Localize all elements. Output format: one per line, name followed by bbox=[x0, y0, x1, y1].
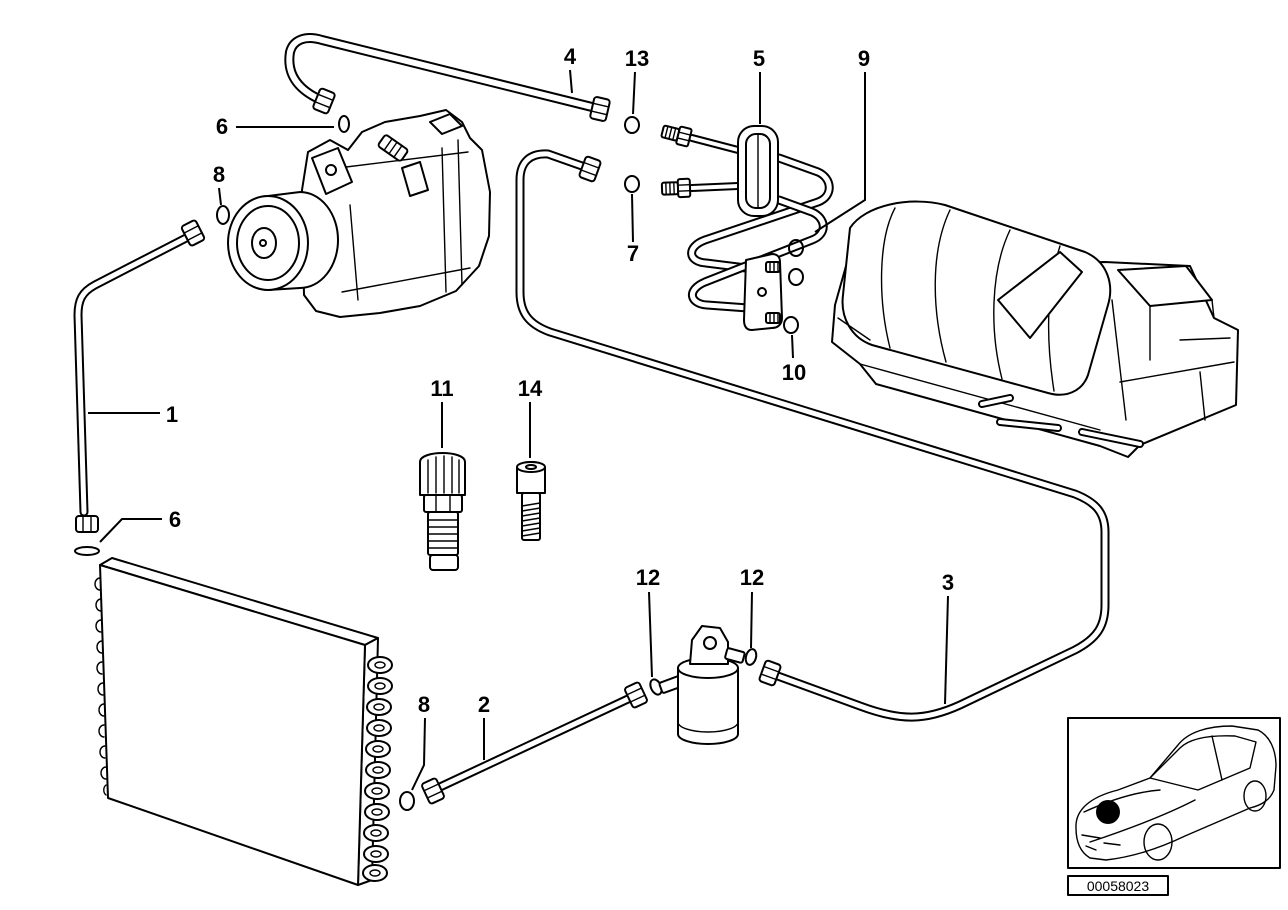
service-valve bbox=[419, 452, 466, 571]
leader-line-12-left bbox=[648, 591, 653, 678]
leader-lines bbox=[88, 69, 949, 791]
leader-line-8-top bbox=[218, 187, 222, 206]
o-ring-8-top bbox=[216, 205, 230, 225]
o-ring-8-bottom bbox=[399, 791, 415, 811]
expansion-valve bbox=[660, 124, 829, 331]
refrigerant-line-4 bbox=[289, 38, 612, 123]
leader-line-4 bbox=[569, 69, 573, 94]
compressor-pulley bbox=[227, 191, 339, 291]
o-ring-13 bbox=[624, 116, 640, 134]
callout-1: 1 bbox=[166, 402, 178, 427]
callout-3: 3 bbox=[942, 570, 954, 595]
o-rings bbox=[74, 115, 804, 811]
leader-line-12-right bbox=[750, 591, 753, 649]
reference-code-box: 00058023 bbox=[1067, 875, 1169, 896]
reference-code: 00058023 bbox=[1087, 878, 1150, 894]
valve-fitting-lower bbox=[660, 177, 692, 199]
leader-line-3 bbox=[944, 595, 949, 705]
connection-block bbox=[743, 253, 783, 331]
o-ring-12-right bbox=[744, 648, 758, 666]
refrigerant-line-1 bbox=[76, 218, 207, 533]
callout-8-top: 8 bbox=[213, 162, 225, 187]
receiver-drier bbox=[658, 625, 746, 745]
socket-bolt bbox=[516, 461, 546, 541]
callout-11: 11 bbox=[430, 376, 453, 401]
compressor bbox=[227, 109, 491, 318]
leader-line-6-bottom bbox=[99, 518, 162, 543]
o-ring-7 bbox=[624, 175, 640, 193]
callout-4: 4 bbox=[564, 44, 577, 69]
condenser-u-bends bbox=[362, 656, 393, 882]
callout-2: 2 bbox=[478, 692, 490, 717]
leader-line-7 bbox=[631, 193, 634, 243]
callout-9: 9 bbox=[858, 46, 870, 71]
o-ring-6-bottom bbox=[74, 546, 100, 556]
valve-fitting-upper bbox=[660, 124, 693, 148]
callout-5: 5 bbox=[753, 46, 765, 71]
leader-line-10 bbox=[791, 334, 794, 359]
callout-10: 10 bbox=[782, 360, 806, 385]
condenser bbox=[94, 557, 393, 886]
leader-line-9 bbox=[814, 72, 866, 233]
callout-14: 14 bbox=[518, 376, 543, 401]
callout-6-top: 6 bbox=[216, 114, 228, 139]
o-ring-9 bbox=[788, 239, 804, 257]
callouts: 4 13 5 9 6 8 7 10 11 14 1 6 12 12 3 8 2 bbox=[166, 44, 954, 717]
evaporator-housing bbox=[831, 200, 1239, 458]
location-marker bbox=[1096, 800, 1120, 824]
callout-12-left: 12 bbox=[636, 565, 660, 590]
callout-6-bottom: 6 bbox=[169, 507, 181, 532]
callout-8-bottom: 8 bbox=[418, 692, 430, 717]
callout-12-right: 12 bbox=[740, 565, 764, 590]
leader-line-8-bottom bbox=[411, 717, 426, 791]
refrigerant-line-2 bbox=[420, 680, 649, 806]
callout-13: 13 bbox=[625, 46, 649, 71]
o-ring-10 bbox=[783, 316, 799, 334]
leader-line-13 bbox=[632, 71, 636, 115]
car-outline-icon bbox=[1075, 725, 1277, 861]
o-ring-9b bbox=[788, 268, 804, 286]
callout-7: 7 bbox=[627, 241, 639, 266]
o-ring-6-top bbox=[338, 115, 350, 133]
vehicle-location-inset bbox=[1067, 717, 1281, 869]
